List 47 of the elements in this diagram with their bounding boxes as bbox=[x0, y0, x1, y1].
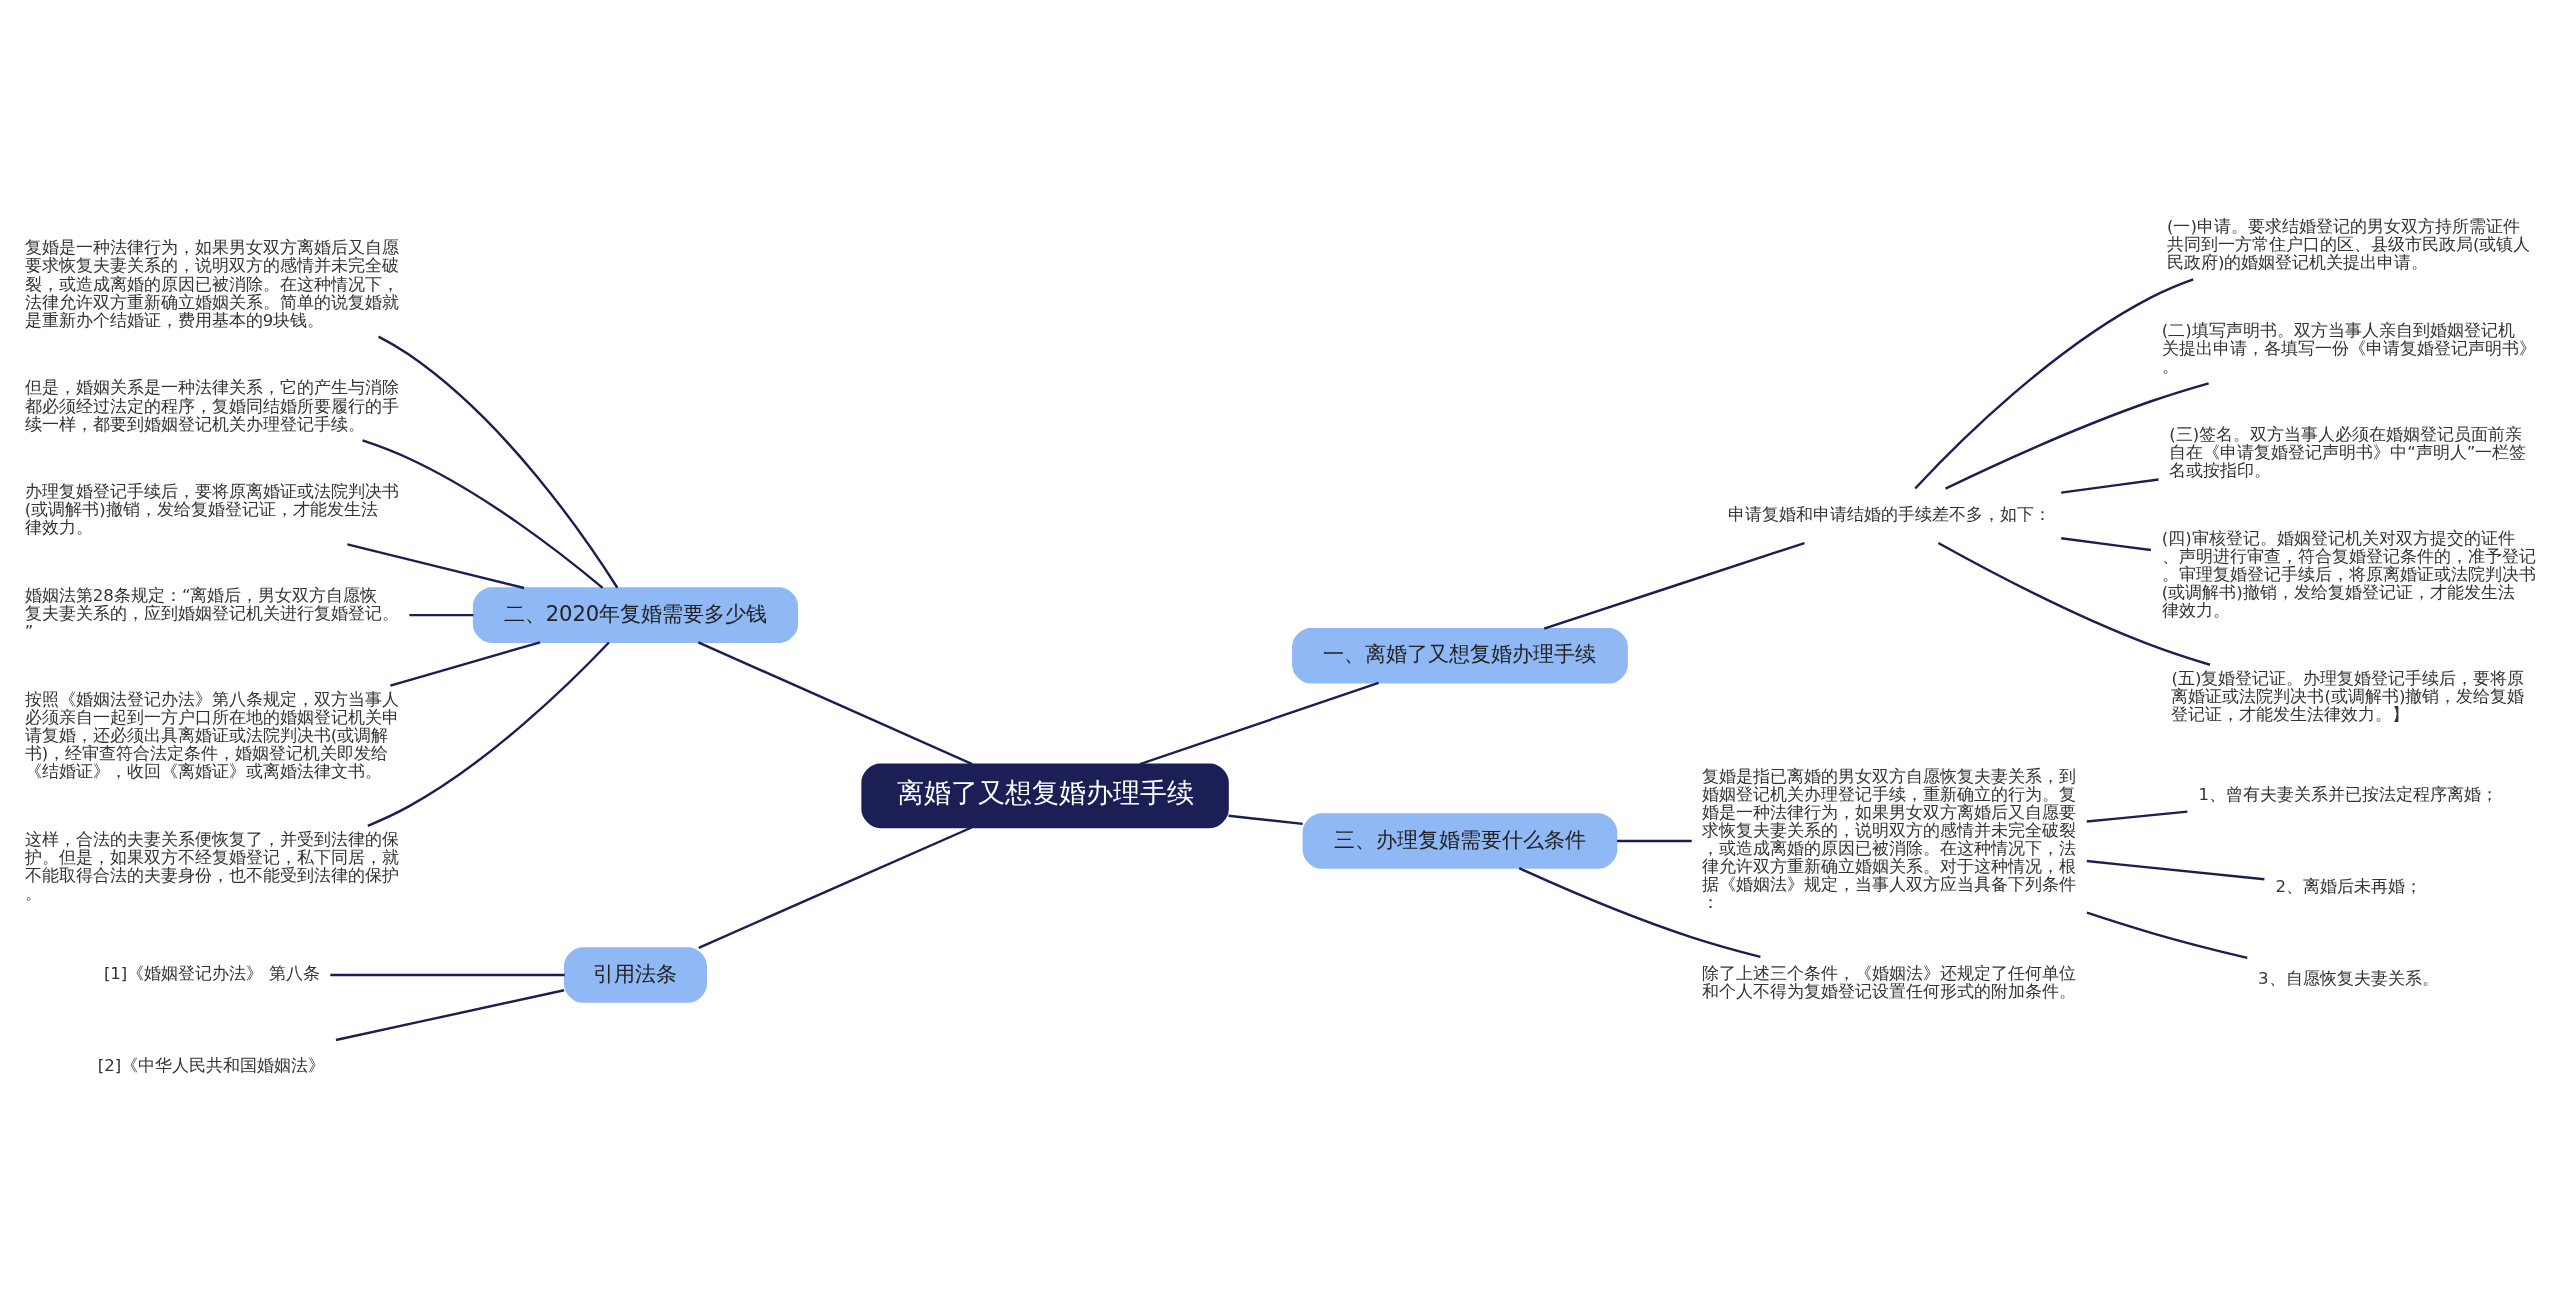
node-text: 2、离婚后未再婚； bbox=[2275, 876, 2422, 896]
connector bbox=[347, 542, 525, 589]
connector bbox=[409, 613, 474, 616]
connector bbox=[2061, 536, 2151, 551]
node-text: (五)复婚登记证。办理复婚登记手续后，要将原离婚证或法院判决书(或调解书)撤销，发给复婚登记证，才能发生法律效力。】 bbox=[2171, 668, 2525, 724]
connector bbox=[2086, 809, 2188, 823]
node-text: 除了上述三个条件，《婚姻法》还规定了任何单位和个人不得为复婚登记设置任何形式的附加条件。 bbox=[1702, 963, 2077, 1001]
connector bbox=[697, 640, 973, 765]
node-text: (一)申请。要求结婚登记的男女双方持所需证件共同到一方常住户口的区、县级市民政局(或镇人民政府)的婚姻登记机关提出申请。 bbox=[2166, 216, 2531, 272]
node-text: 但是，婚姻关系是一种法律关系，它的产生与消除都必须经过法定的程序，复婚同结婚所要履行的手续一样，都要到婚姻登记机关办理登记手续。 bbox=[24, 377, 399, 434]
node-box: 一、离婚了又想复婚办理手续 bbox=[1292, 627, 1628, 684]
connector bbox=[367, 641, 610, 827]
node-text: (四)审核登记。婚姻登记机关对双方提交的证件、声明进行审查，符合复婚登记条件的，准予登记。审理复婚登记手续后，将原离婚证或法院判决书(或调解书)撤销，发给复婚登记证，才能发生法律效力。 bbox=[2161, 528, 2536, 620]
connector bbox=[1914, 277, 2194, 489]
connector bbox=[1937, 541, 2211, 666]
node-text: 3、自愿恢复夫妻关系。 bbox=[2258, 968, 2439, 988]
node-box: 引用法条 bbox=[563, 946, 707, 1003]
connector bbox=[2086, 911, 2248, 959]
connector bbox=[1518, 866, 1761, 958]
node-box: 三、办理复婚需要什么条件 bbox=[1302, 812, 1618, 869]
connector bbox=[2086, 859, 2265, 880]
node-text: 1、曾有夫妻关系并已按法定程序离婚； bbox=[2198, 784, 2499, 804]
connector bbox=[1228, 814, 1303, 825]
node-text: [1]《婚姻登记办法》 第八条 bbox=[103, 963, 320, 983]
node-text: (二)填写声明书。双方当事人亲自到婚姻登记机关提出申请，各填写一份《申请复婚登记声明书》。 bbox=[2161, 320, 2536, 376]
connector bbox=[1617, 839, 1692, 842]
connector bbox=[362, 438, 604, 589]
node-text: 按照《婚姻法登记办法》第八条规定，双方当事人必须亲自一起到一方户口所在地的婚姻登记机关申请复婚，还必须出具离婚证或法院判决书(或调解书)，经审查符合法定条件，婚姻登记机关即发给《结婚证》，收回《离婚证》或离婚法律文书。 bbox=[24, 689, 399, 781]
node-text: 这样，合法的夫妻关系便恢复了，并受到法律的保护。但是，如果双方不经复婚登记，私下同居，就不能取得合法的夫妻身份，也不能受到法律的保护。 bbox=[24, 829, 399, 903]
connector bbox=[378, 335, 619, 588]
node-text: 婚姻法第28条规定：“离婚后，男女双方自愿恢复夫妻关系的，应到婚姻登记机关进行复婚登记。” bbox=[24, 585, 399, 641]
node-text: (三)签名。双方当事人必须在婚姻登记员面前亲自在《申请复婚登记声明书》中“声明人”一栏签名或按指印。 bbox=[2169, 424, 2527, 480]
node-box: 离婚了又想复婚办理手续 bbox=[861, 762, 1229, 828]
node-text: 复婚是一种法律行为，如果男女双方离婚后又自愿要求恢复夫妻关系的，说明双方的感情并未完全破裂，或造成离婚的原因已被消除。在这种情况下，法律允许双方重新确立婚姻关系。简单的说复婚就是重新办个结婚证，费用基本的9块钱。 bbox=[24, 237, 399, 330]
node-text: 办理复婚登记手续后，要将原离婚证或法院判决书(或调解书)撤销，发给复婚登记证，才能发生法律效力。 bbox=[24, 481, 399, 537]
node-text: [2]《中华人民共和国婚姻法》 bbox=[97, 1055, 326, 1075]
connector bbox=[390, 640, 541, 687]
node-text: 复婚是指已离婚的男女双方自愿恢复夫妻关系，到婚姻登记机关办理登记手续，重新确立的行为。复婚是一种法律行为，如果男女双方离婚后又自愿要求恢复夫妻关系的，说明双方的感情并未完全破裂，或造成离婚的原因已被消除。在这种情况下，法律允许双方重新确立婚姻关系。对于这种情况，根据《婚姻法》规定，当事人双方应当具备下列条件： bbox=[1702, 766, 2077, 912]
node-box: 二、2020年复婚需要多少钱 bbox=[472, 586, 799, 643]
node-text: 申请复婚和申请结婚的手续差不多，如下： bbox=[1728, 504, 2052, 524]
connector bbox=[335, 988, 565, 1041]
connector bbox=[2061, 477, 2159, 494]
connector bbox=[1139, 681, 1379, 765]
connector bbox=[330, 973, 565, 976]
connector bbox=[1543, 541, 1805, 630]
connector bbox=[698, 825, 973, 949]
connector bbox=[1945, 381, 2209, 490]
